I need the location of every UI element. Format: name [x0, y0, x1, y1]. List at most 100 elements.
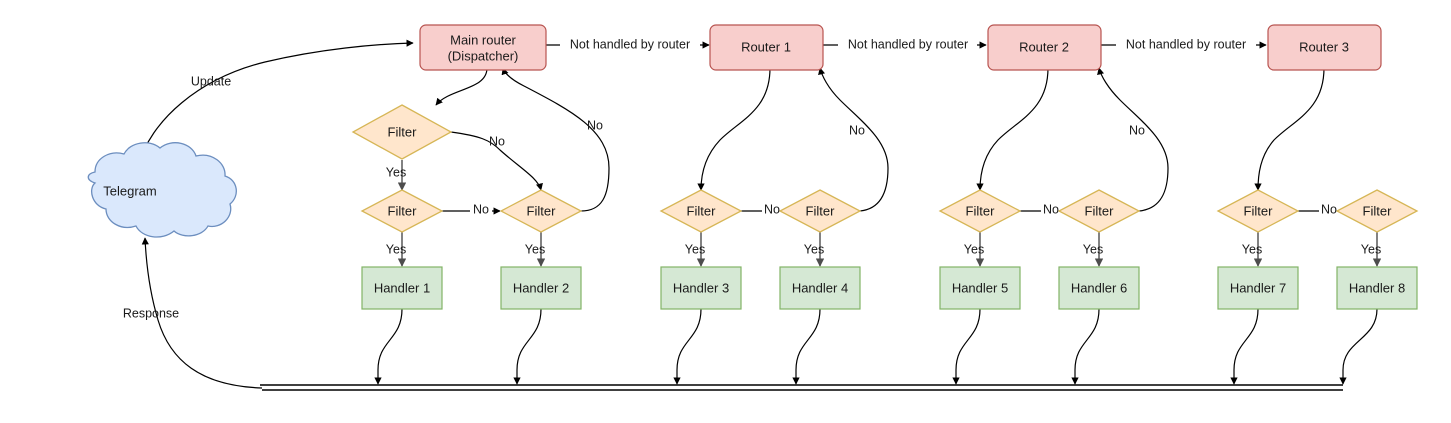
edge-label-not-handled-2: Not handled by router	[848, 37, 968, 51]
filter-3-diamond[interactable]	[659, 189, 743, 233]
edge-label-yes-3: Yes	[685, 242, 705, 256]
edge-handler1-to-bus	[374, 308, 403, 385]
handler-6-box[interactable]	[1058, 266, 1140, 310]
filter-1-label: Filter	[388, 203, 418, 218]
filter-8-node[interactable]: Filter	[1335, 189, 1419, 233]
handler-5-label: Handler 5	[952, 280, 1008, 295]
edge-handler6-to-bus	[1071, 308, 1100, 385]
handler-1-label: Handler 1	[374, 280, 430, 295]
filter-2-diamond[interactable]	[499, 189, 583, 233]
filter-3-node[interactable]: Filter	[659, 189, 743, 233]
edge-label-no-r2-row: No	[1043, 202, 1059, 216]
router-3-node[interactable]: Router 3	[1267, 24, 1382, 71]
filter-4-diamond[interactable]	[778, 189, 862, 233]
edge-label-no-r2-back: No	[1129, 123, 1145, 137]
edge-response-to-telegram	[141, 237, 263, 389]
handler-6-label: Handler 6	[1071, 280, 1127, 295]
handler-3-label: Handler 3	[673, 280, 729, 295]
router-1-node[interactable]: Router 1	[709, 24, 824, 71]
handler-2-box[interactable]	[500, 266, 582, 310]
handler-7-box[interactable]	[1217, 266, 1299, 310]
handler-6-node[interactable]: Handler 6	[1058, 266, 1140, 310]
handler-1-node[interactable]: Handler 1	[361, 266, 443, 310]
edge-filter2-no-back-to-mainrouter	[501, 67, 610, 212]
filter-4-label: Filter	[806, 203, 836, 218]
edge-handler3-to-bus	[673, 308, 702, 385]
handler-4-node[interactable]: Handler 4	[779, 266, 861, 310]
main-router-node[interactable]: Main router (Dispatcher)	[419, 24, 547, 71]
edge-filter4-no-back-to-router1	[818, 67, 889, 212]
router-3-box[interactable]	[1267, 24, 1382, 71]
edge-label-yes-2: Yes	[525, 242, 545, 256]
filter-3-label: Filter	[687, 203, 717, 218]
telegram-label: Telegram	[103, 183, 156, 198]
edge-handler8-to-bus	[1339, 308, 1378, 385]
filter-7-node[interactable]: Filter	[1216, 189, 1300, 233]
edge-label-yes-7: Yes	[1242, 242, 1262, 256]
edge-router2-to-filter5	[976, 67, 1049, 191]
filter-4-node[interactable]: Filter	[778, 189, 862, 233]
filter-5-label: Filter	[966, 203, 996, 218]
edge-label-yes-5: Yes	[964, 242, 984, 256]
filter-top-main-node[interactable]: Filter	[351, 104, 453, 160]
edge-label-yes-4: Yes	[804, 242, 824, 256]
handler-8-node[interactable]: Handler 8	[1336, 266, 1418, 310]
edge-label-response: Response	[123, 306, 179, 320]
edge-handler7-to-bus	[1230, 308, 1259, 385]
edge-filter-top-no-to-filter2	[450, 131, 543, 191]
filter-6-diamond[interactable]	[1057, 189, 1141, 233]
filter-1-node[interactable]: Filter	[360, 189, 444, 233]
edge-mainrouter-to-filter-top	[435, 67, 488, 106]
edge-handler5-to-bus	[952, 308, 981, 385]
filter-5-diamond[interactable]	[938, 189, 1022, 233]
handler-4-label: Handler 4	[792, 280, 848, 295]
edge-label-update: Update	[191, 74, 231, 88]
edge-label-yes-main-top: Yes	[386, 165, 406, 179]
handler-7-label: Handler 7	[1230, 280, 1286, 295]
filter-8-diamond[interactable]	[1335, 189, 1419, 233]
handler-8-box[interactable]	[1336, 266, 1418, 310]
edge-label-not-handled-3: Not handled by router	[1126, 37, 1246, 51]
handler-3-node[interactable]: Handler 3	[660, 266, 742, 310]
filter-1-diamond[interactable]	[360, 189, 444, 233]
edge-filter6-no-back-to-router2	[1097, 67, 1169, 212]
edge-label-no-r1-back: No	[849, 123, 865, 137]
edge-label-yes-8: Yes	[1361, 242, 1381, 256]
handler-7-node[interactable]: Handler 7	[1217, 266, 1299, 310]
filter-5-node[interactable]: Filter	[938, 189, 1022, 233]
main-router-box[interactable]	[419, 24, 547, 71]
handler-4-box[interactable]	[779, 266, 861, 310]
edge-label-no-main-row: No	[473, 202, 489, 216]
filter-2-label: Filter	[527, 203, 557, 218]
edge-router3-to-filter7	[1254, 67, 1325, 191]
filter-7-diamond[interactable]	[1216, 189, 1300, 233]
handler-3-box[interactable]	[660, 266, 742, 310]
edge-label-no-r1-row: No	[764, 202, 780, 216]
router-1-label: Router 1	[741, 39, 791, 54]
filter-6-node[interactable]: Filter	[1057, 189, 1141, 233]
edge-router1-to-filter3	[697, 67, 771, 191]
handler-5-node[interactable]: Handler 5	[939, 266, 1021, 310]
edge-label-no-main-back: No	[587, 118, 603, 132]
filter-top-main-diamond[interactable]	[351, 104, 453, 160]
router-2-box[interactable]	[987, 24, 1102, 71]
router-3-label: Router 3	[1299, 39, 1349, 54]
router-2-node[interactable]: Router 2	[987, 24, 1102, 71]
edge-label-not-handled-1: Not handled by router	[570, 37, 690, 51]
handler-8-label: Handler 8	[1349, 280, 1405, 295]
handler-1-box[interactable]	[361, 266, 443, 310]
edge-label-no-main-top: No	[489, 134, 505, 148]
edge-handler2-to-bus	[513, 308, 542, 385]
filter-6-label: Filter	[1085, 203, 1115, 218]
handler-5-box[interactable]	[939, 266, 1021, 310]
filter-top-main-label: Filter	[388, 124, 418, 139]
handler-2-node[interactable]: Handler 2	[500, 266, 582, 310]
edge-label-no-r3-row: No	[1321, 202, 1337, 216]
router-1-box[interactable]	[709, 24, 824, 71]
edge-handler4-to-bus	[792, 308, 821, 385]
main-router-label-line1: Main router	[450, 32, 516, 47]
filter-2-node[interactable]: Filter	[499, 189, 583, 233]
edge-label-yes-1: Yes	[386, 242, 406, 256]
